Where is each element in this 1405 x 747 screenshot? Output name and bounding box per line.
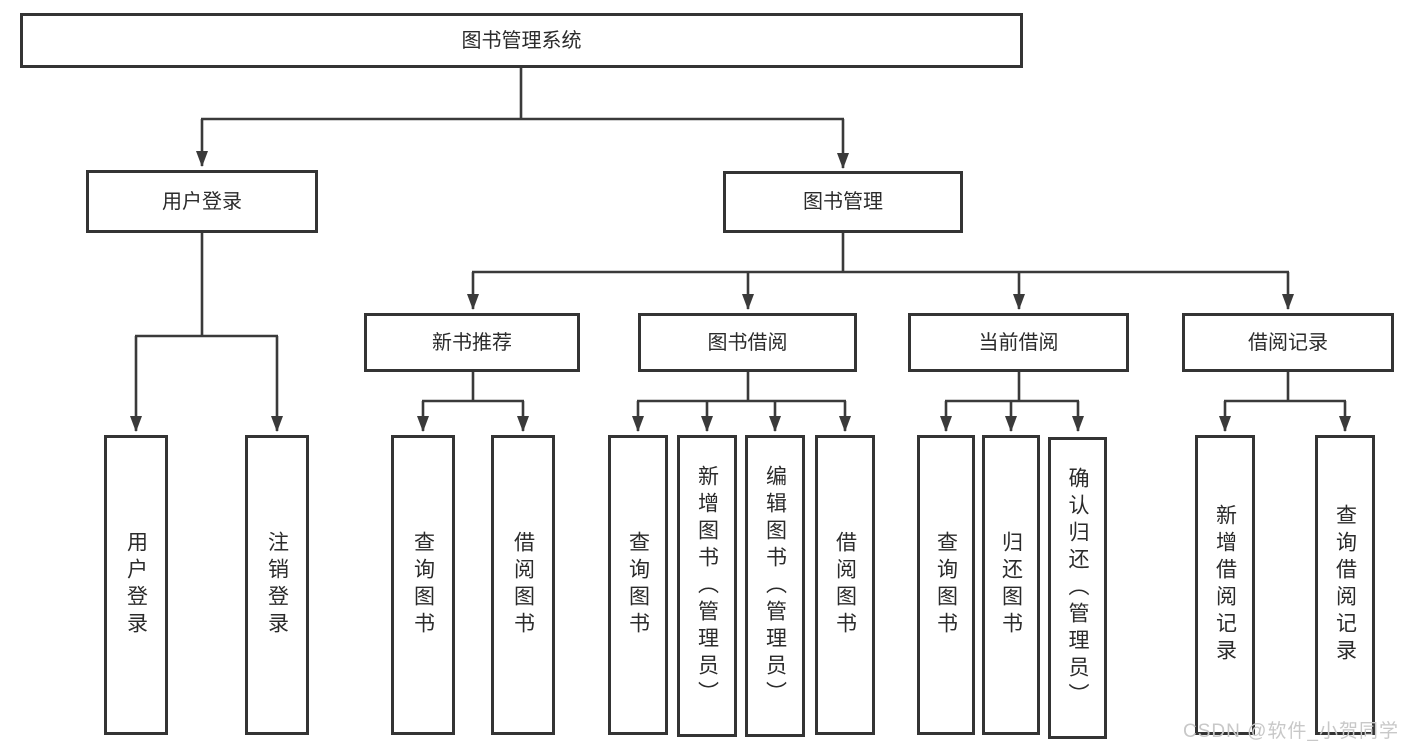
leaf-confirm-return-admin: 确认归还（管理员） <box>1048 437 1107 739</box>
leaf-user-login: 用户登录 <box>104 435 168 735</box>
node-library-system: 图书管理系统 <box>20 13 1023 68</box>
leaf-return-books: 归还图书 <box>982 435 1040 735</box>
node-user-login: 用户登录 <box>86 170 318 233</box>
node-current-borrowing: 当前借阅 <box>908 313 1129 372</box>
leaf-add-borrow-record: 新增借阅记录 <box>1195 435 1255 735</box>
node-new-book-recommend: 新书推荐 <box>364 313 580 372</box>
connector-trunk-lines <box>135 68 1346 403</box>
node-book-management: 图书管理 <box>723 171 963 233</box>
csdn-watermark: CSDN @软件_小贺同学 <box>1183 721 1399 742</box>
leaf-query-books-3: 查询图书 <box>917 435 975 735</box>
leaf-borrow-books-2: 借阅图书 <box>815 435 875 735</box>
leaf-query-books-2: 查询图书 <box>608 435 668 735</box>
leaf-logout: 注销登录 <box>245 435 309 735</box>
leaf-query-books-1: 查询图书 <box>391 435 455 735</box>
leaf-borrow-books-1: 借阅图书 <box>491 435 555 735</box>
leaf-edit-book-admin: 编辑图书（管理员） <box>745 435 805 737</box>
node-borrowing-records: 借阅记录 <box>1182 313 1394 372</box>
leaf-add-book-admin: 新增图书（管理员） <box>677 435 737 737</box>
node-book-borrowing: 图书借阅 <box>638 313 857 372</box>
leaf-query-borrow-record: 查询借阅记录 <box>1315 435 1375 735</box>
